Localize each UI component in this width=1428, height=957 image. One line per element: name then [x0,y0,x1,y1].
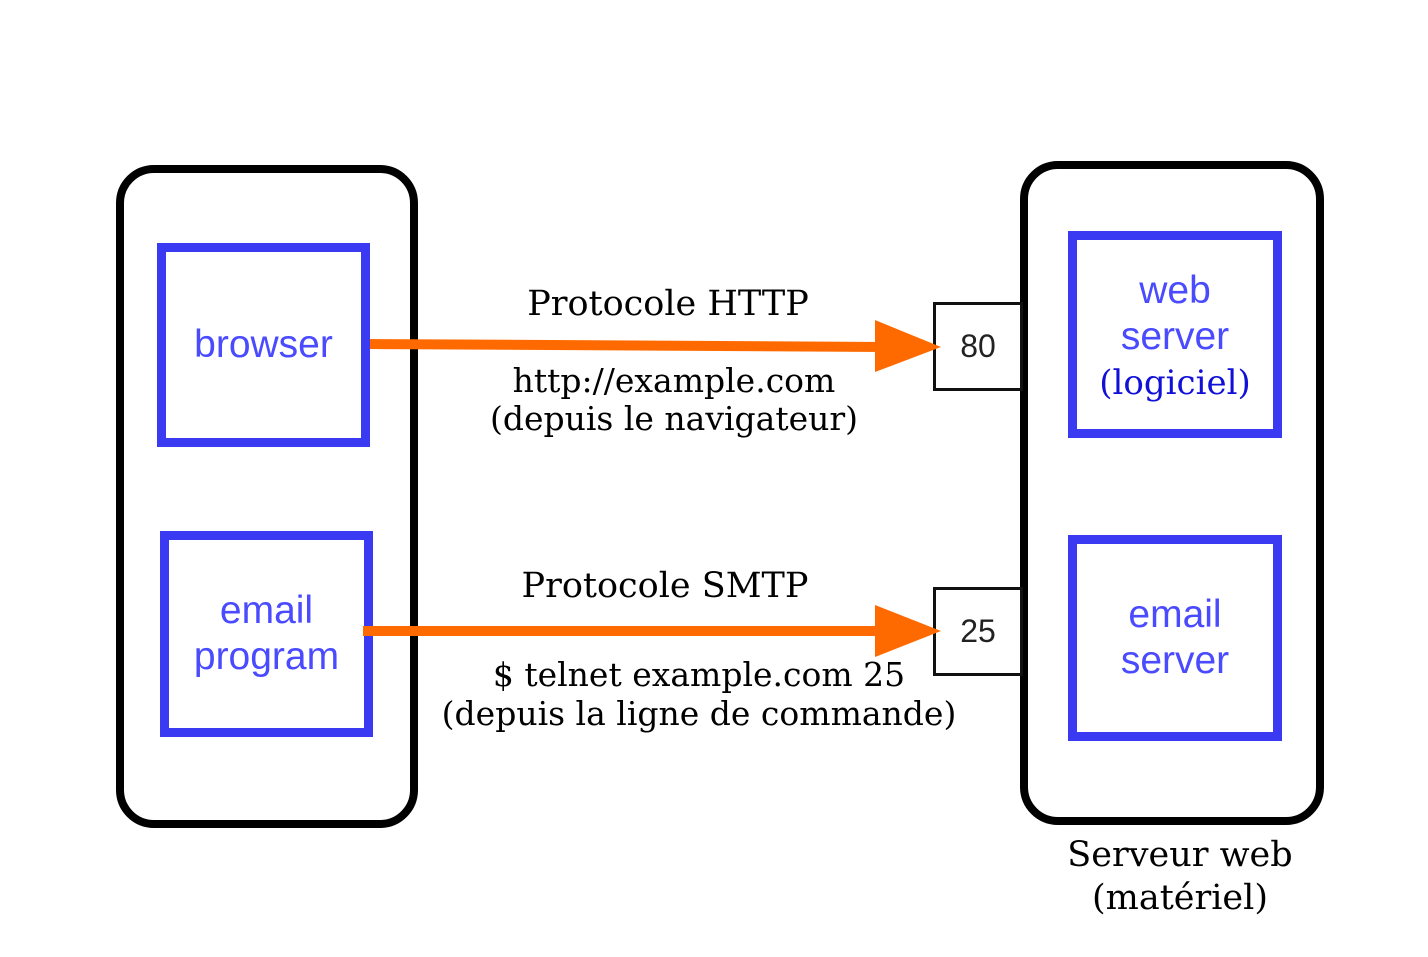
smtp-arrowhead [875,605,941,657]
http-url-label: http://example.com [512,361,836,400]
email-program-label-line1: email [219,589,314,632]
browser-box: browser [157,243,370,447]
email-server-label-line1: email [1128,593,1222,636]
email-program-label-line2: program [193,635,340,678]
email-program-box: email program [160,531,373,737]
web-server-label-line1: web [1139,268,1211,312]
email-server-box: email server [1068,535,1282,741]
smtp-arrow [363,605,941,657]
smtp-protocol-label: Protocole SMTP [521,566,809,606]
server-hardware-caption-line1: Serveur web [1067,835,1293,875]
http-protocol-label: Protocole HTTP [527,284,809,324]
http-arrow-shaft [369,339,886,352]
email-server-label-line2: server [1120,639,1230,682]
web-server-software-note: (logiciel) [1099,362,1251,403]
browser-label: browser [194,323,333,366]
port-80-box: 80 [933,302,1023,391]
http-arrowhead [875,320,941,372]
http-context-label: (depuis le navigateur) [489,399,859,438]
web-server-box: web server (logiciel) [1068,231,1282,438]
smtp-context-label: (depuis la ligne de commande) [441,694,957,733]
web-server-label-line2: server [1120,314,1230,358]
server-hardware-caption-line2: (matériel) [1092,878,1268,918]
smtp-command-label: $ telnet example.com 25 [492,655,906,694]
